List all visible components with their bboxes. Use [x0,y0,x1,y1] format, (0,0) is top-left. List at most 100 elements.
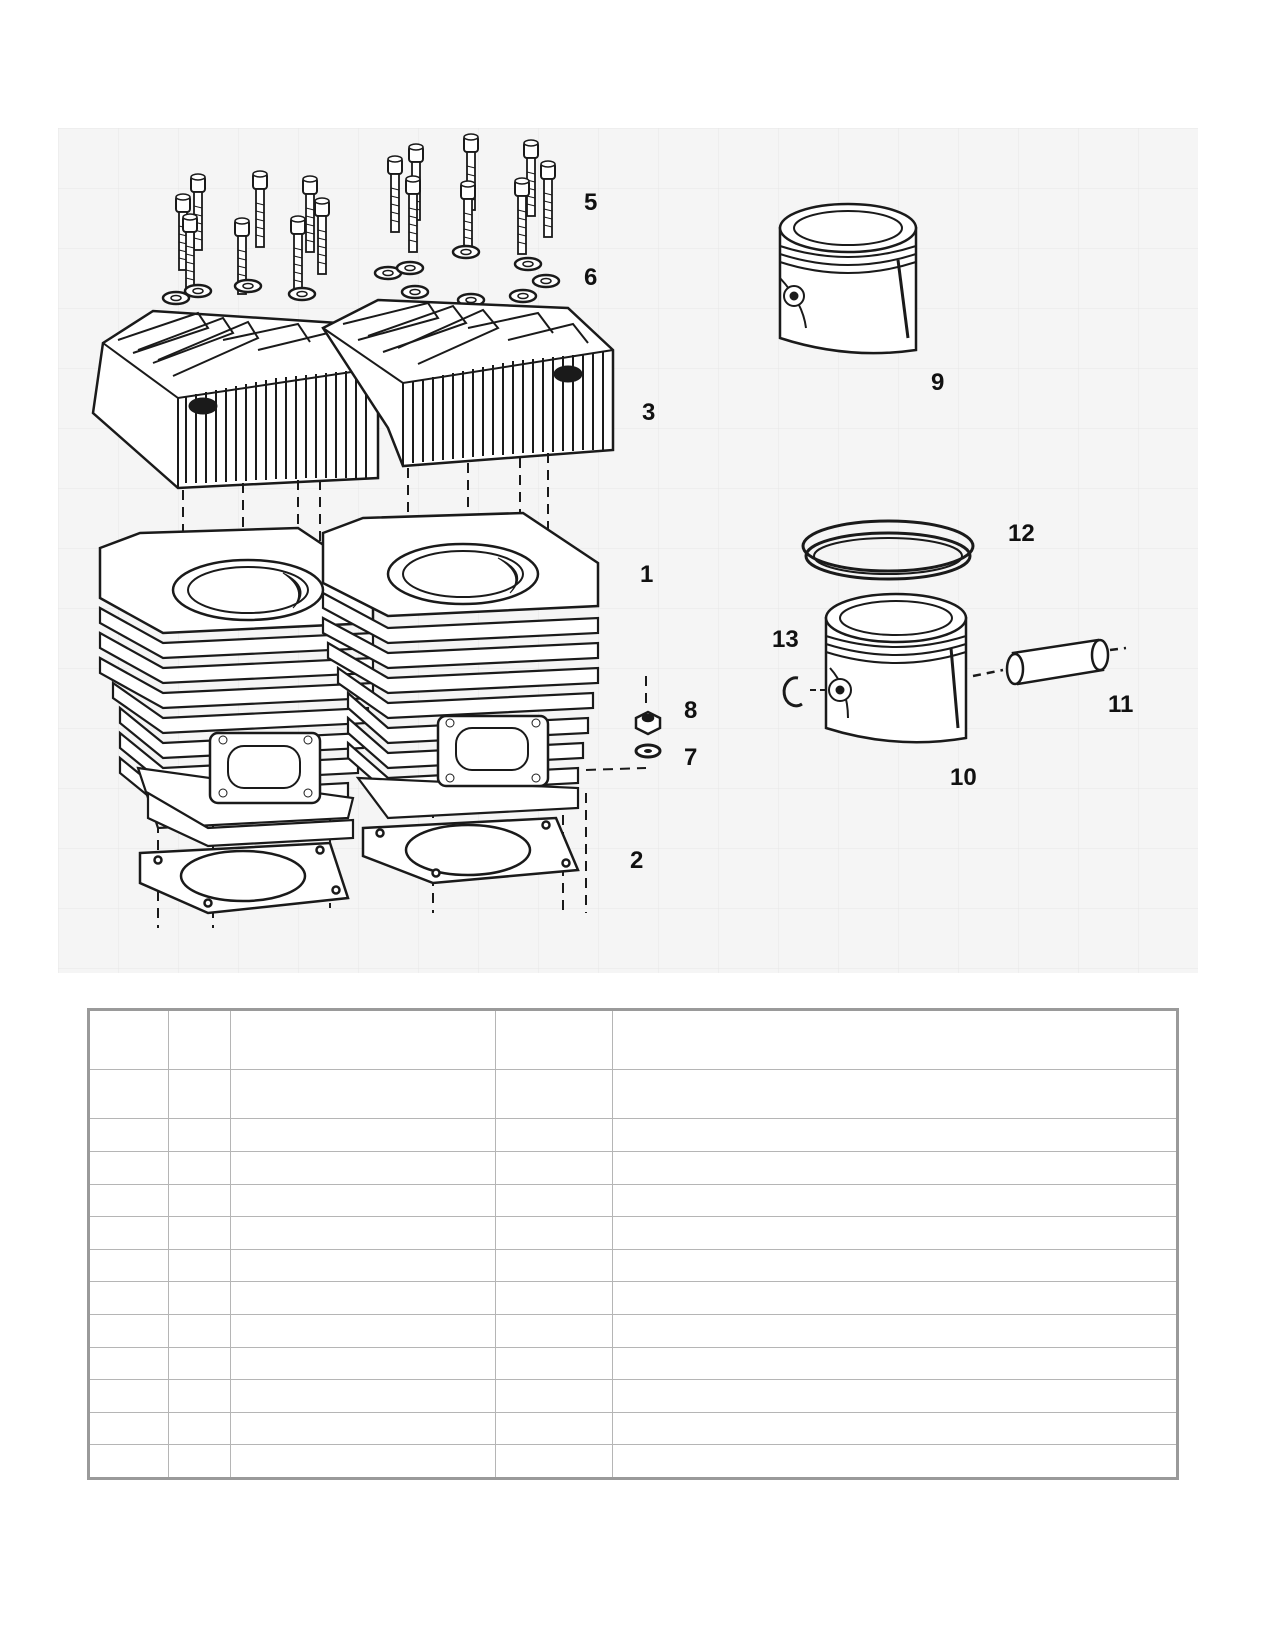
table-header-cell [88,1009,169,1070]
table-cell [612,1118,1178,1152]
table-cell [495,1183,613,1218]
cylinder-head-right [321,298,615,468]
table-cell [230,1151,496,1185]
callout-11: 11 [1108,691,1133,718]
callout-3: 3 [642,399,655,426]
table-cell [612,1444,1178,1479]
piston [824,592,968,744]
table-cell [495,1444,613,1479]
table-cell [168,1313,231,1348]
table-cell [230,1346,496,1381]
table-row [88,1248,1178,1283]
table-row [88,1444,1178,1479]
table-cell [612,1151,1178,1185]
table-cell [612,1411,1178,1446]
table-cell [88,1183,169,1218]
table-row [88,1411,1178,1446]
table-cell [495,1313,613,1348]
table-cell [495,1216,613,1250]
table-row [88,1183,1178,1218]
table-cell [230,1248,496,1283]
table-cell [88,1248,169,1283]
table-cell [612,1248,1178,1283]
table-cell [168,1281,231,1315]
table-cell [230,1068,496,1120]
table-cell [168,1216,231,1250]
table-cell [495,1281,613,1315]
table-row [88,1346,1178,1381]
table-cell [168,1068,231,1120]
cylinder-head-left [91,309,380,490]
table-cell [495,1068,613,1120]
table-cell [168,1411,231,1446]
table-cell [230,1281,496,1315]
table-row [88,1216,1178,1250]
table-cell [612,1313,1178,1348]
piston-assembly [778,202,918,355]
table-cell [88,1068,169,1120]
table-cell [230,1313,496,1348]
base-gasket-left [138,841,350,915]
table-cell [612,1183,1178,1218]
washer-small [634,743,662,759]
table-cell [88,1411,169,1446]
table-cell [230,1379,496,1413]
table-cell [612,1346,1178,1381]
table-cell [612,1216,1178,1250]
callout-6: 6 [584,264,597,291]
nut [634,710,662,736]
table-cell [168,1118,231,1152]
table-cell [168,1151,231,1185]
piston-rings [801,519,975,581]
table-row [88,1313,1178,1348]
table-cell [88,1216,169,1250]
table-cell [88,1346,169,1381]
table-cell [230,1118,496,1152]
table-cell [168,1444,231,1479]
callout-12: 12 [1008,520,1035,547]
table-row [88,1281,1178,1315]
table-cell [612,1281,1178,1315]
table-cell [230,1411,496,1446]
table-cell [88,1313,169,1348]
callout-13: 13 [772,626,799,653]
callout-1: 1 [640,561,653,588]
table-cell [168,1183,231,1218]
table-header-cell [168,1009,231,1070]
callout-7: 7 [684,744,697,771]
table-cell [230,1183,496,1218]
circlip [782,676,828,708]
parts-table [87,1008,1179,1480]
table-cell [495,1379,613,1413]
table-cell [168,1346,231,1381]
table-cell [88,1379,169,1413]
table-row [88,1151,1178,1185]
table-cell [495,1118,613,1152]
table-header-cell [230,1009,496,1070]
callout-10: 10 [950,764,977,791]
callout-9: 9 [931,369,944,396]
base-gasket-right [361,816,580,885]
callout-2: 2 [630,847,643,874]
table-cell [88,1281,169,1315]
table-cell [168,1379,231,1413]
table-header-row [88,1009,1178,1070]
table-cell [88,1444,169,1479]
piston-pin [972,638,1127,686]
table-cell [88,1118,169,1152]
table-cell [230,1216,496,1250]
table-row [88,1068,1178,1120]
cylinder-left [98,526,375,848]
cylinder-right [321,511,600,820]
table-cell [495,1346,613,1381]
table-cell [88,1151,169,1185]
table-cell [612,1068,1178,1120]
table-cell [168,1248,231,1283]
callout-5: 5 [584,189,597,216]
table-cell [495,1151,613,1185]
table-header-cell [495,1009,613,1070]
table-cell [495,1411,613,1446]
table-cell [230,1444,496,1479]
callout-8: 8 [684,697,697,724]
table-cell [612,1379,1178,1413]
